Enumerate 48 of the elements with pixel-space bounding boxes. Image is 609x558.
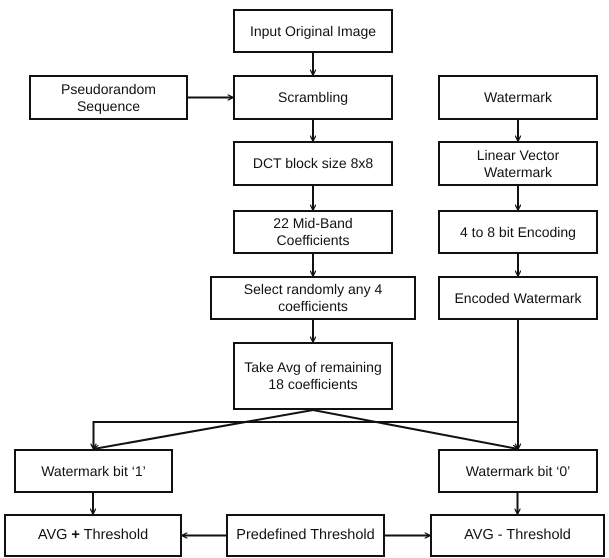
arrow <box>89 493 97 515</box>
box-label: Input Original Image <box>250 22 376 40</box>
arrow <box>514 320 522 450</box>
process-box <box>233 342 393 410</box>
arrow <box>514 186 522 211</box>
process-box <box>233 75 393 120</box>
process-box <box>233 141 393 186</box>
arrow <box>514 493 522 515</box>
box-label: Select randomly any 4 coefficients <box>242 281 384 315</box>
process-box <box>14 449 173 493</box>
process-box <box>438 75 598 120</box>
process-box <box>210 276 416 320</box>
box-label: Watermark bit ‘0’ <box>466 462 570 480</box>
arrow <box>514 254 522 277</box>
arrow <box>312 409 519 452</box>
process-box <box>233 210 393 254</box>
box-label: AVG - Threshold <box>464 526 571 544</box>
box-label: Pseudorandom Sequence <box>60 80 157 114</box>
arrow <box>309 320 317 343</box>
process-box <box>438 276 598 320</box>
arrow <box>309 120 317 142</box>
process-box <box>430 514 605 557</box>
process-box <box>438 141 598 186</box>
box-label: Encoded Watermark <box>454 290 582 306</box>
box-label: DCT block size 8x8 <box>252 155 374 172</box>
arrow <box>92 409 314 452</box>
box-label: Watermark bit ‘1’ <box>41 462 146 480</box>
process-box <box>438 210 598 254</box>
process-box <box>438 449 598 493</box>
box-label: Linear Vector Watermark <box>476 146 560 180</box>
arrow <box>188 94 234 102</box>
arrow <box>309 53 317 76</box>
process-box <box>226 514 385 557</box>
process-box <box>233 9 393 53</box>
arrow <box>309 254 317 277</box>
arrow <box>514 120 522 142</box>
arrow <box>385 532 431 540</box>
box-label: Predefined Threshold <box>236 526 375 544</box>
process-box <box>29 75 188 120</box>
box-label: Watermark <box>484 89 552 106</box>
arrow <box>181 532 226 540</box>
box-label: 4 to 8 bit Encoding <box>460 224 576 240</box>
process-box <box>4 514 182 557</box>
arrow <box>309 186 317 211</box>
box-label: 22 Mid-Band Coefficients <box>272 215 354 249</box>
box-label: Scrambling <box>278 89 348 106</box>
box-label: Take Avg of remaining 18 coefficients <box>243 359 383 393</box>
box-label: AVG + Threshold <box>38 526 148 544</box>
